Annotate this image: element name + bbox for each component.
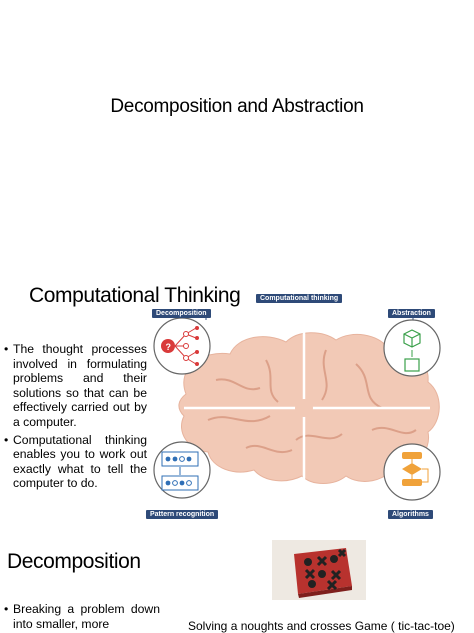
brain-icon: ? <box>153 312 441 501</box>
svg-text:?: ? <box>166 342 172 352</box>
bullet-list: The thought processes involved in formul… <box>4 342 147 494</box>
pattern-grid-icon <box>153 441 211 499</box>
slide-computational-thinking: Computational Thinking The thought proce… <box>0 268 474 530</box>
question-tree-icon: ? <box>153 317 211 375</box>
slide-title: Decomposition and Abstraction <box>0 0 474 268</box>
slide-decomposition: Decomposition Breaking a problem down in… <box>0 530 474 633</box>
slide-heading: Decomposition <box>7 550 141 573</box>
label-abstraction: Abstraction <box>388 309 435 318</box>
bullet-item: Breaking a problem down into smaller, mo… <box>4 602 160 631</box>
photo-caption: Solving a noughts and crosses Game ( tic… <box>188 619 455 633</box>
label-algorithms: Algorithms <box>388 510 433 519</box>
diagram-header-label: Computational thinking <box>256 294 343 303</box>
bullet-item: The thought processes involved in formul… <box>4 342 147 430</box>
tic-tac-toe-photo <box>272 540 366 600</box>
slide-title-heading: Decomposition and Abstraction <box>110 96 364 117</box>
bullet-item: Computational thinking enables you to wo… <box>4 433 147 491</box>
cube-to-square-icon <box>383 319 441 377</box>
bullet-list: Breaking a problem down into smaller, mo… <box>4 602 160 631</box>
computational-thinking-diagram: ? <box>146 290 474 526</box>
slide-heading: Computational Thinking <box>29 284 241 307</box>
label-decomposition: Decomposition <box>152 309 211 318</box>
flowchart-icon <box>383 443 441 501</box>
tic-tac-toe-board-icon <box>272 540 366 600</box>
label-pattern-recognition: Pattern recognition <box>146 510 219 519</box>
